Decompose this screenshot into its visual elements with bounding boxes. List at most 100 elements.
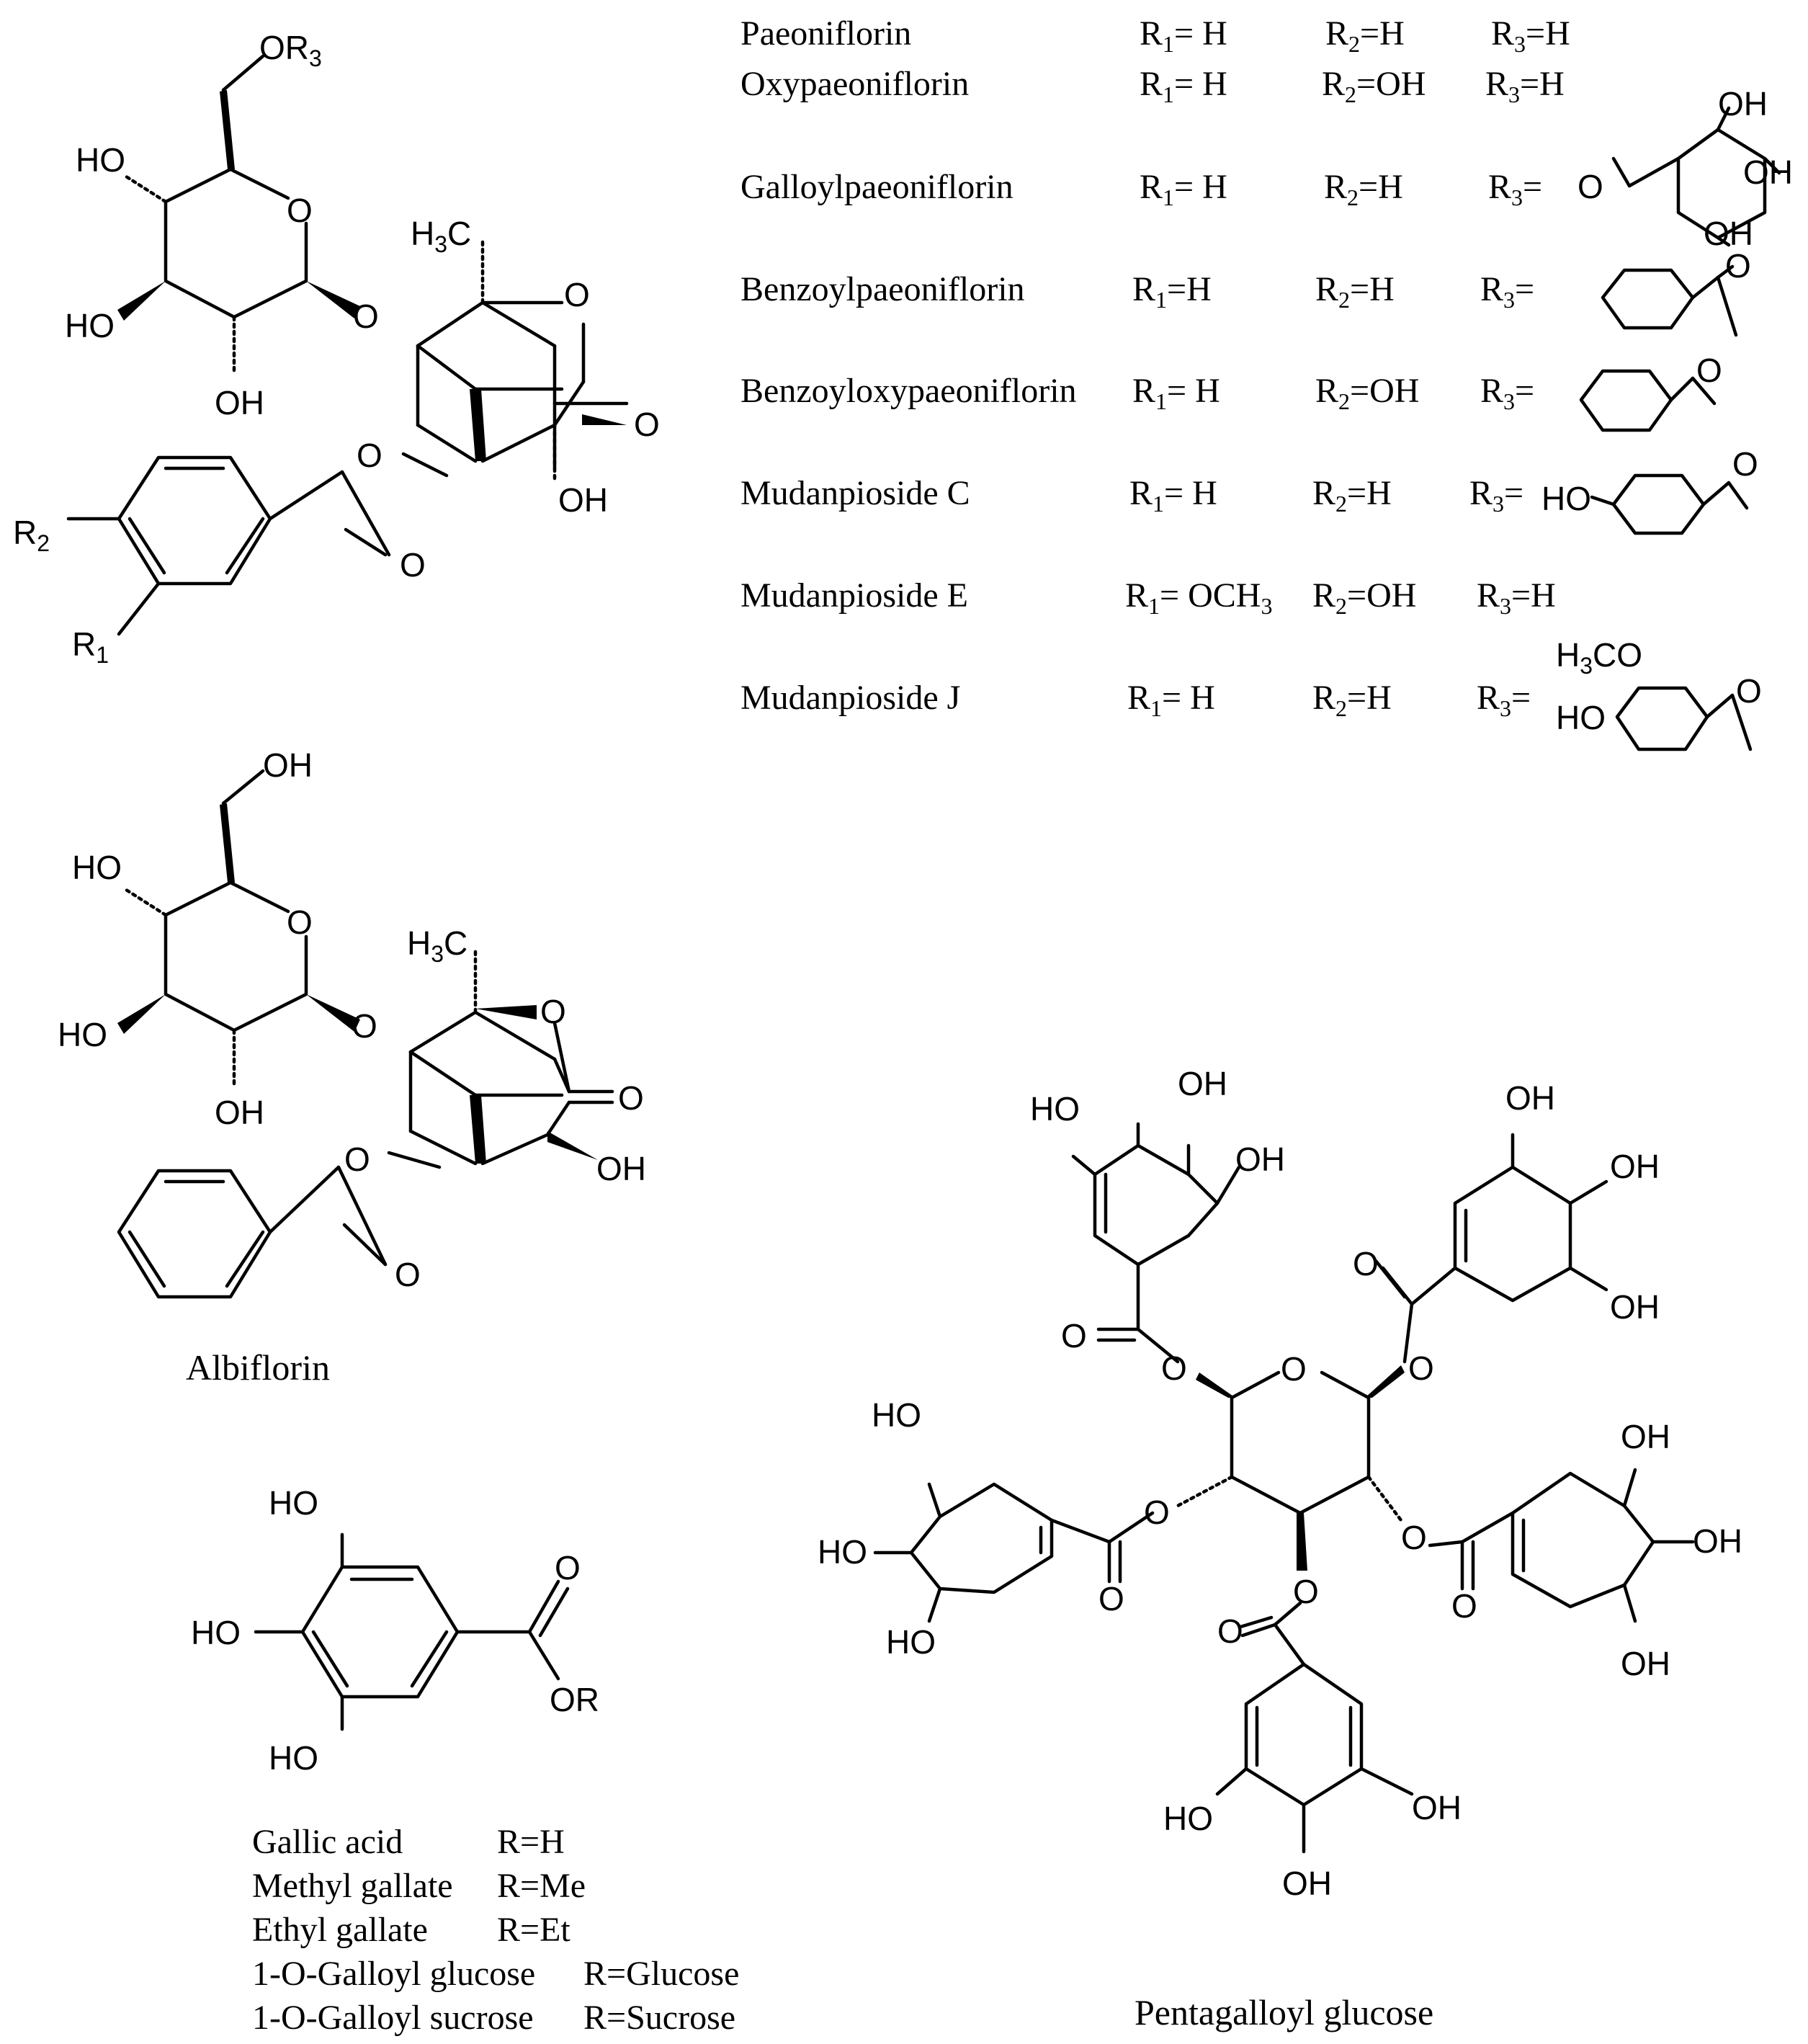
pentagalloyl-atom-labels: O O O O O O O O O O O HO OH OH OH OH OH … [818, 1065, 1742, 2032]
albiflorin-structure [117, 769, 614, 1299]
pgg-co-2: O [1353, 1245, 1379, 1282]
label-oh-c2: OH [215, 384, 264, 421]
hydroxybenzoyl-substituent: HO O [1541, 445, 1758, 535]
pgg-tr-oh-3: OH [1610, 1288, 1660, 1326]
gallate-atom-labels: HO HO HO O OR [191, 1484, 599, 1777]
pgg-tl-ho: HO [1030, 1090, 1080, 1128]
paeoniflorin-derivatives-table: Paeoniflorin Oxypaeoniflorin Galloylpaeo… [740, 14, 1570, 721]
pgg-b-oh-1: OH [1412, 1789, 1462, 1826]
r1-row-5: R1= H [1129, 474, 1217, 517]
paeoniflorin-atom-labels: OR3 HO O HO OH O H3C O O OH O O R2 R1 [13, 29, 660, 668]
pgg-o3: O [1144, 1494, 1170, 1531]
label-cage-oh: OH [558, 481, 608, 519]
name-benzoyloxypaeoniflorin: Benzoyloxypaeoniflorin [740, 372, 1077, 410]
r1-row-4: R1= H [1132, 372, 1220, 414]
pgg-o2: O [1408, 1349, 1434, 1387]
pgg-b-oh-2: OH [1282, 1865, 1332, 1902]
albi-ho-c3: HO [58, 1016, 107, 1053]
name-mudanpioside-c: Mudanpioside C [740, 474, 970, 512]
pgg-tl-oh-1: OH [1178, 1065, 1227, 1102]
hashed-bond [124, 174, 168, 204]
name-oxypaeoniflorin: Oxypaeoniflorin [740, 65, 969, 103]
paeoniflorin-core-structure [66, 54, 629, 636]
r2-row-3: R2=H [1315, 270, 1395, 313]
gallate-name-1: Methyl gallate [252, 1867, 453, 1905]
albi-oh-c2: OH [215, 1094, 264, 1131]
pgg-o4: O [1401, 1519, 1427, 1556]
gallate-ho-mid: HO [191, 1614, 241, 1651]
pgg-tr-oh-1: OH [1505, 1079, 1555, 1117]
gallate-name-4: 1-O-Galloyl sucrose [252, 1999, 534, 2037]
r2-row-5: R2=H [1312, 474, 1392, 517]
r2-row-4: R2=OH [1315, 372, 1419, 414]
benzoyl-1-o: O [1725, 247, 1751, 285]
name-benzoylpaeoniflorin: Benzoylpaeoniflorin [740, 270, 1025, 308]
gallate-or: OR [550, 1681, 599, 1718]
label-cage-o2: O [634, 406, 660, 443]
r2-row-2: R2=H [1324, 168, 1403, 210]
label-ho-c3: HO [65, 307, 115, 344]
benzoyl-substituent-1: O [1601, 247, 1751, 337]
pgg-l-ho-1: HO [872, 1396, 921, 1434]
label-R1: R1 [72, 625, 109, 668]
albi-lactone-o: O [540, 993, 566, 1030]
pgg-b-ho: HO [1163, 1800, 1213, 1837]
albi-oh-ch2: OH [263, 746, 313, 784]
galloyl-substituent: O OH OH OH [1577, 85, 1793, 252]
pgg-l-ho-2: HO [818, 1533, 867, 1571]
r1-row-3: R1=H [1132, 270, 1212, 313]
r3-row-5: R3= [1469, 474, 1523, 517]
caption-albiflorin: Albiflorin [186, 1347, 330, 1388]
r1-row-7: R1= H [1127, 679, 1215, 721]
pgg-r-oh-1: OH [1621, 1418, 1670, 1455]
albi-ring-o: O [287, 903, 313, 941]
gallate-ho-top: HO [269, 1484, 318, 1522]
vanilloyl-substituent: H3CO HO O [1556, 636, 1762, 751]
name-galloylpaeoniflorin: Galloylpaeoniflorin [740, 168, 1013, 206]
label-ring-o: O [287, 192, 313, 229]
label-h3c: H3C [411, 215, 471, 257]
albi-carbonyl-o: O [618, 1079, 644, 1117]
hydroxybenzoyl-o: O [1732, 445, 1758, 483]
r3-row-1: R3=H [1485, 65, 1565, 107]
pgg-ring-o: O [1281, 1350, 1307, 1388]
r3-row-6: R3=H [1477, 576, 1556, 619]
gallate-r-1: R=Me [497, 1867, 586, 1905]
gallate-structure [254, 1532, 570, 1731]
r1-row-1: R1= H [1140, 65, 1227, 107]
gallate-r-3: R=Glucose [583, 1955, 739, 1993]
gallate-name-0: Gallic acid [252, 1823, 403, 1861]
pgg-co-1: O [1061, 1317, 1087, 1355]
label-carbonyl-o: O [400, 546, 426, 584]
pgg-co-5: O [1217, 1612, 1243, 1650]
name-mudanpioside-e: Mudanpioside E [740, 576, 968, 615]
label-glycosidic-o: O [353, 298, 379, 335]
albi-h3c: H3C [407, 924, 467, 967]
vanilloyl-o: O [1736, 672, 1762, 710]
gallate-r-2: R=Et [497, 1911, 570, 1949]
label-ho-c4: HO [76, 141, 125, 179]
gallate-carbonyl-o: O [555, 1549, 581, 1586]
caption-pentagalloyl-glucose: Pentagalloyl glucose [1135, 1992, 1433, 2032]
r3-row-3: R3= [1480, 270, 1534, 313]
benzoyl-2-o: O [1696, 352, 1722, 389]
name-mudanpioside-j: Mudanpioside J [740, 679, 960, 717]
gallate-ho-bottom: HO [269, 1739, 318, 1777]
r3-row-2: R3= [1488, 168, 1542, 210]
hydroxybenzoyl-ho: HO [1541, 480, 1591, 517]
gallate-name-3: 1-O-Galloyl glucose [252, 1955, 535, 1993]
benzoyl-substituent-2: O [1579, 352, 1722, 432]
pgg-l-ho-3: HO [886, 1623, 936, 1661]
pgg-o5: O [1293, 1573, 1319, 1610]
r2-row-0: R2=H [1325, 14, 1405, 57]
pgg-tr-oh-2: OH [1610, 1148, 1660, 1185]
r3-row-7: R3= [1477, 679, 1531, 721]
r1-row-2: R1= H [1140, 168, 1227, 210]
name-paeoniflorin: Paeoniflorin [740, 14, 911, 53]
gallate-r-0: R=H [497, 1823, 565, 1861]
gallate-name-2: Ethyl gallate [252, 1911, 428, 1949]
pgg-tl-oh-2: OH [1235, 1141, 1285, 1178]
albi-ho-c4: HO [72, 849, 122, 886]
vanilloyl-ho: HO [1556, 699, 1606, 736]
pgg-co-4: O [1451, 1587, 1477, 1625]
